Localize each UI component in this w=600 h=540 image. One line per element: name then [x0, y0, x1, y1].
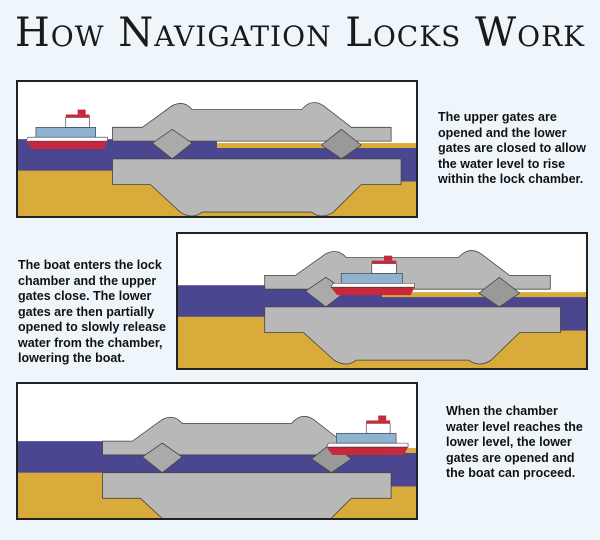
- lock-structure: [112, 102, 402, 216]
- caption-step-3: When the chamber water level reaches the…: [446, 404, 583, 480]
- lock-gate: [320, 128, 362, 160]
- page-title: How Navigation Locks Work: [14, 10, 586, 56]
- caption-step-1: The upper gates are opened and the lower…: [438, 110, 586, 186]
- lock-gate: [478, 276, 521, 308]
- boat: [25, 109, 108, 149]
- lock-gate: [141, 442, 183, 474]
- lock-gate: [151, 128, 193, 160]
- boat: [330, 255, 415, 296]
- caption-step-2: The boat enters the lock chamber and the…: [18, 258, 166, 365]
- lock-diagram-step-1: [16, 80, 418, 218]
- lock-diagram-step-2: [176, 232, 588, 370]
- boat: [325, 415, 409, 455]
- lock-structure: [102, 415, 392, 518]
- lock-diagram-step-3: [16, 382, 418, 520]
- lock-structure: [264, 250, 561, 365]
